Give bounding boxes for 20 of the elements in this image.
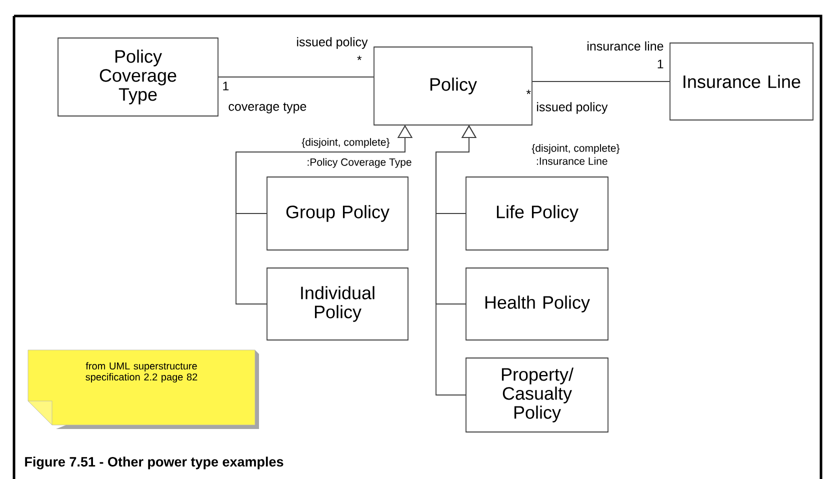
class-box: Insurance Line bbox=[670, 42, 814, 120]
class-box: Life Policy bbox=[466, 176, 608, 250]
role-label: {disjoint, complete} bbox=[302, 138, 390, 148]
role-label: issued policy bbox=[297, 37, 368, 49]
class-box: Health Policy bbox=[466, 268, 608, 340]
role-label: * bbox=[526, 90, 531, 94]
class-box: Property/ Casualty Policy bbox=[466, 358, 608, 432]
figure-caption: Figure 7.51 - Other power type examples bbox=[25, 456, 284, 470]
role-label: {disjoint, complete} bbox=[532, 144, 620, 154]
role-label: * bbox=[357, 56, 362, 60]
class-box: Policy Coverage Type bbox=[58, 38, 218, 116]
role-label: :Insurance Line bbox=[536, 157, 608, 165]
role-label: insurance line bbox=[588, 41, 664, 51]
note-box: from UML superstructure specification 2.2 page 82 bbox=[28, 350, 259, 429]
association-line bbox=[532, 81, 670, 82]
class-box: Individual Policy bbox=[266, 268, 408, 340]
role-label: :Policy Coverage Type bbox=[308, 158, 412, 168]
association-line bbox=[218, 76, 374, 78]
role-label: 1 bbox=[223, 82, 229, 90]
class-box: Group Policy bbox=[266, 176, 408, 250]
